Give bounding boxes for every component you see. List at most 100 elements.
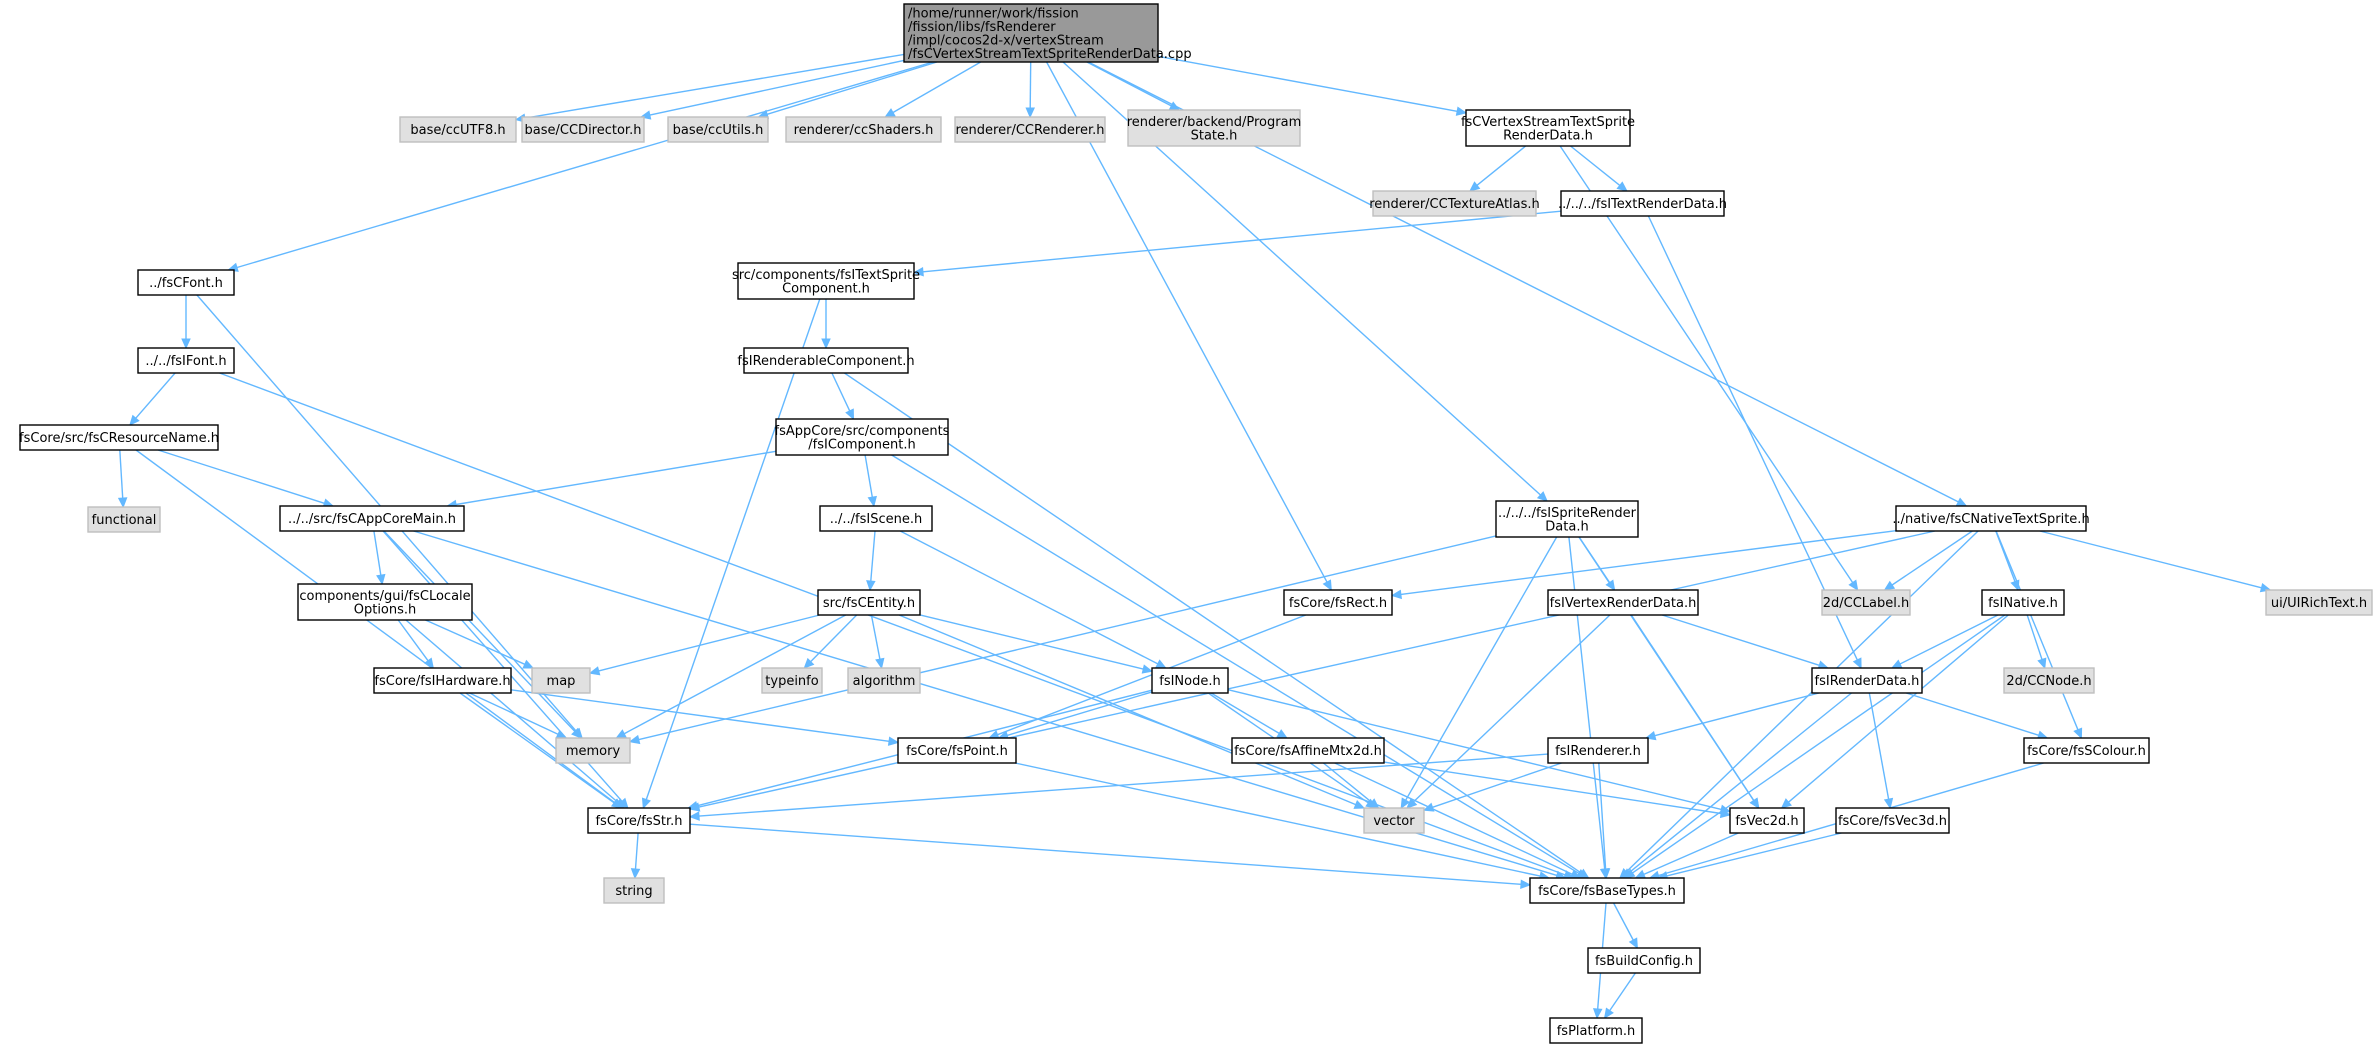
node-ResourceName[interactable]: fsCore/src/fsCResourceName.h	[19, 424, 219, 451]
edge-CEntity-to-algorithm	[870, 614, 885, 670]
edge-ITextSpriteComp-to-IRenderableComp	[821, 299, 831, 350]
node-typeinfo[interactable]: typeinfo	[761, 667, 823, 694]
node-IComponent[interactable]: fsAppCore/src/components/fsIComponent.h	[775, 418, 950, 456]
edge-IVertexRenderData-to-vector	[1406, 614, 1611, 809]
edge-root-to-ccShaders	[884, 61, 982, 118]
node-NativeTextSprite[interactable]: ../native/fsCNativeTextSprite.h	[1892, 505, 2090, 532]
node-label-line: ../../src/fsCAppCoreMain.h	[288, 512, 456, 527]
node-label-line: typeinfo	[765, 674, 818, 689]
node-map[interactable]: map	[531, 667, 591, 694]
node-IRenderer[interactable]: fsIRenderer.h	[1547, 737, 1649, 764]
edge-LocaleOptions-to-IHardware	[397, 619, 435, 669]
edge-NativeTextSprite-to-Rect	[1390, 530, 1897, 600]
node-vector[interactable]: vector	[1363, 807, 1425, 834]
node-label-line: /fsCVertexStreamTextSpriteRenderData.cpp	[908, 47, 1192, 62]
edge-IHardware-to-Str	[459, 692, 623, 809]
node-INative[interactable]: fsINative.h	[1981, 589, 2065, 616]
node-IVertexRenderData[interactable]: fsIVertexRenderData.h	[1547, 589, 1699, 616]
node-root[interactable]: /home/runner/work/fission/fission/libs/f…	[903, 3, 1192, 63]
node-IScene[interactable]: ../../fsIScene.h	[819, 505, 933, 532]
edge-root-to-CFont	[227, 61, 933, 272]
edge-CFont-to-IFont	[181, 295, 191, 350]
node-AppCoreMain[interactable]: ../../src/fsCAppCoreMain.h	[279, 505, 465, 532]
node-algorithm[interactable]: algorithm	[847, 667, 921, 694]
node-CEntity[interactable]: src/fsCEntity.h	[817, 589, 921, 616]
node-label-line: renderer/CCRenderer.h	[956, 123, 1105, 138]
edge-IScene-to-INode	[899, 530, 1167, 669]
edge-NativeTextSprite-to-BaseTypes	[1619, 530, 1979, 879]
edge-VSTSRD-to-CCLabel	[1559, 145, 1859, 592]
node-label-line: fsVec2d.h	[1735, 814, 1798, 829]
edge-AppCoreMain-to-memory	[383, 530, 582, 739]
edge-IRenderableComp-to-BaseTypes	[844, 372, 1590, 879]
node-CCNode[interactable]: 2d/CCNode.h	[2003, 667, 2095, 694]
node-ccShaders[interactable]: renderer/ccShaders.h	[785, 116, 942, 143]
node-label-line: State.h	[1191, 128, 1238, 143]
node-CCRenderer[interactable]: renderer/CCRenderer.h	[954, 116, 1106, 143]
node-ITextRenderData[interactable]: ../../../fsITextRenderData.h	[1558, 190, 1727, 217]
node-label-line: renderer/CCTextureAtlas.h	[1369, 197, 1540, 212]
node-BaseTypes[interactable]: fsCore/fsBaseTypes.h	[1529, 877, 1685, 904]
node-IRenderData[interactable]: fsIRenderData.h	[1811, 667, 1923, 694]
node-label-line: Data.h	[1545, 519, 1588, 534]
node-CFont[interactable]: ../fsCFont.h	[137, 269, 235, 296]
node-Vec2d[interactable]: fsVec2d.h	[1729, 807, 1805, 834]
node-IRenderableComp[interactable]: fsIRenderableComponent.h	[737, 347, 915, 374]
edge-Rect-to-Point	[988, 614, 1307, 740]
node-INode[interactable]: fsINode.h	[1151, 667, 1229, 694]
node-ccUTF8[interactable]: base/ccUTF8.h	[399, 116, 517, 143]
node-BuildConfig[interactable]: fsBuildConfig.h	[1587, 947, 1701, 974]
node-ccUtils[interactable]: base/ccUtils.h	[667, 116, 769, 143]
edge-CEntity-to-vector	[898, 614, 1366, 809]
node-CCDirector[interactable]: base/CCDirector.h	[521, 116, 645, 143]
edge-LocaleOptions-to-map	[425, 619, 535, 669]
edge-BaseTypes-to-BuildConfig	[1612, 902, 1638, 950]
node-functional[interactable]: functional	[87, 506, 161, 533]
node-label-line: base/CCDirector.h	[525, 123, 642, 138]
node-label-line: ../../../fsISpriteRender	[1498, 506, 1637, 521]
edge-IVertexRenderData-to-Vec2d	[1630, 614, 1760, 810]
node-label-line: ../native/fsCNativeTextSprite.h	[1892, 512, 2089, 527]
node-label-line: fsCore/fsBaseTypes.h	[1538, 884, 1676, 899]
edge-IRenderableComp-to-IComponent	[831, 372, 855, 421]
node-Platform[interactable]: fsPlatform.h	[1549, 1017, 1643, 1044]
node-SColour[interactable]: fsCore/fsSColour.h	[2023, 737, 2150, 764]
node-Rect[interactable]: fsCore/fsRect.h	[1283, 589, 1393, 616]
node-label-line: fsIRenderData.h	[1815, 674, 1920, 689]
node-Str[interactable]: fsCore/fsStr.h	[587, 807, 691, 834]
node-VSTSRD[interactable]: fsCVertexStreamTextSpriteRenderData.h	[1461, 109, 1635, 147]
edge-NativeTextSprite-to-SColour	[1995, 530, 2083, 740]
node-label-line: RenderData.h	[1503, 128, 1593, 143]
node-memory[interactable]: memory	[555, 737, 631, 764]
node-string[interactable]: string	[603, 877, 665, 904]
node-Vec3d[interactable]: fsCore/fsVec3d.h	[1835, 807, 1950, 834]
edge-Str-to-BaseTypes	[689, 823, 1532, 890]
node-IHardware[interactable]: fsCore/fsIHardware.h	[373, 667, 512, 694]
node-label-line: src/components/fsITextSprite	[732, 268, 920, 283]
node-label-line: string	[615, 884, 652, 899]
node-label-line: fsCore/fsVec3d.h	[1838, 814, 1947, 829]
node-CCTextureAtlas[interactable]: renderer/CCTextureAtlas.h	[1369, 190, 1540, 217]
edge-AppCoreMain-to-LocaleOptions	[373, 530, 386, 586]
edge-NativeTextSprite-to-UIRichText	[2039, 530, 2272, 593]
edge-INative-to-IRenderData	[1890, 614, 1999, 669]
node-IFont[interactable]: ../../fsIFont.h	[137, 347, 235, 374]
node-label-line: fsIVertexRenderData.h	[1550, 596, 1697, 611]
node-Point[interactable]: fsCore/fsPoint.h	[897, 737, 1017, 764]
edge-IRenderData-to-Vec3d	[1868, 692, 1894, 810]
edge-IRenderData-to-SColour	[1905, 692, 2049, 740]
node-CCLabel[interactable]: 2d/CCLabel.h	[1821, 589, 1911, 616]
node-label-line: ../../../fsITextRenderData.h	[1558, 197, 1727, 212]
node-UIRichText[interactable]: ui/UIRichText.h	[2265, 589, 2373, 616]
edge-VSTSRD-to-CCTextureAtlas	[1469, 145, 1527, 192]
node-label-line: fsAppCore/src/components	[775, 424, 950, 439]
node-label-line: base/ccUtils.h	[673, 123, 764, 138]
edge-root-to-ProgramState	[1086, 61, 1181, 111]
node-label-line: fsIRenderableComponent.h	[737, 354, 914, 369]
node-AffineMtx[interactable]: fsCore/fsAffineMtx2d.h	[1231, 737, 1385, 764]
node-label-line: ui/UIRichText.h	[2271, 596, 2367, 611]
